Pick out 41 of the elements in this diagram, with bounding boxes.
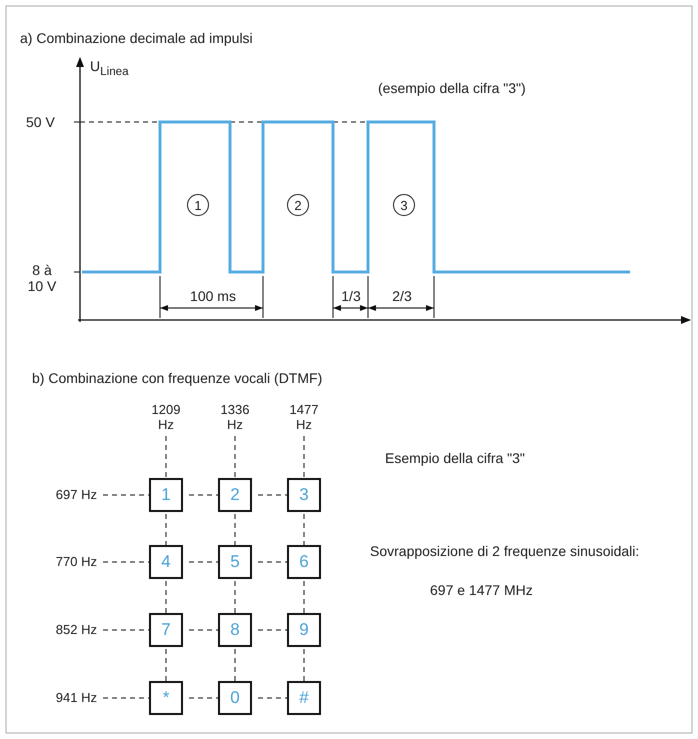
frequency-label: 770 Hz (43, 554, 97, 570)
dashed-line (234, 436, 236, 478)
frequency-label: 852 Hz (43, 622, 97, 638)
frequency-label: 697 Hz (43, 487, 97, 503)
keypad-key: * (149, 681, 183, 715)
dashed-line (234, 514, 236, 546)
frequency-label: 1209 Hz (147, 402, 185, 434)
dimension-value: 100 ms (189, 288, 237, 304)
section-heading: a) Combinazione decimale ad impulsi (20, 30, 253, 46)
note: Esempio della cifra "3" (385, 450, 525, 466)
dashed-line (102, 494, 150, 496)
keypad-key: 9 (287, 613, 321, 647)
section-heading: b) Combinazione con frequenze vocali (DTMF) (32, 370, 322, 386)
dimension-value: 1/3 (340, 288, 362, 304)
note: 697 e 1477 MHz (430, 582, 533, 598)
keypad-key: # (287, 681, 321, 715)
frequency-label: 1477 Hz (285, 402, 323, 434)
axis-label: U$_{Linea}$ (90, 58, 129, 80)
axis-value: 8 à 10 V (26, 262, 58, 294)
keypad-key: 5 (218, 545, 252, 579)
dashed-line (258, 494, 288, 496)
frequency-label: 1336 Hz (216, 402, 254, 434)
pulse-number: 1 (187, 194, 209, 216)
dashed-line (188, 494, 218, 496)
note: (esempio della cifra "3") (378, 80, 526, 96)
keypad-key: 0 (218, 681, 252, 715)
keypad-key: 1 (149, 478, 183, 512)
keypad-key: 6 (287, 545, 321, 579)
note: Sovrapposizione di 2 frequenze sinusoidali: (370, 543, 640, 559)
frequency-label: 941 Hz (43, 690, 97, 706)
keypad-key: 2 (218, 478, 252, 512)
axis-value: 50 V (26, 114, 55, 130)
keypad-key: 7 (149, 613, 183, 647)
keypad-key: 3 (287, 478, 321, 512)
keypad-key: 4 (149, 545, 183, 579)
dimension-value: 2/3 (391, 288, 413, 304)
dashed-line (234, 648, 236, 682)
pulse-number: 3 (393, 194, 415, 216)
pulse-number: 2 (287, 194, 309, 216)
keypad-key: 8 (218, 613, 252, 647)
dashed-line (234, 580, 236, 614)
